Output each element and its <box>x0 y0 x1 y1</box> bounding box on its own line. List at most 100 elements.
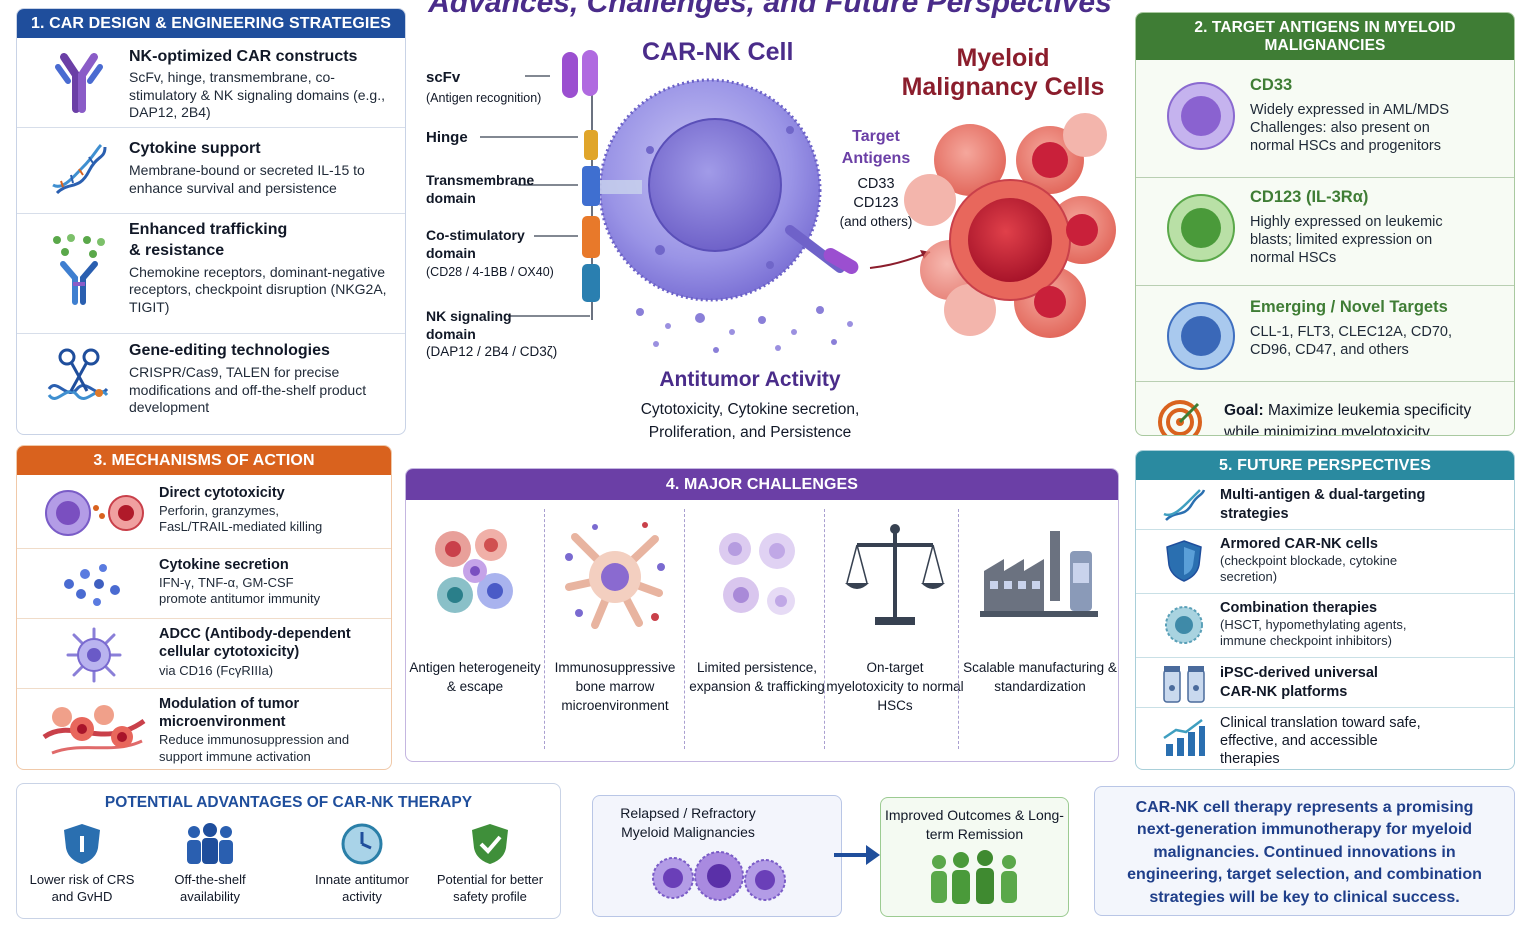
target-icon <box>1158 400 1202 435</box>
design-item-body: Membrane-bound or secreted IL-15 to enha… <box>129 162 365 196</box>
transmembrane-label: Transmembrane domain <box>426 172 535 207</box>
scfv-label: scFv (Antigen recognition) <box>426 69 542 105</box>
combo-cell-icon <box>1165 606 1203 644</box>
malignant-cells-icon <box>652 851 786 901</box>
vials-icon <box>1163 666 1205 703</box>
advantage-item: Innate antitumor activity <box>297 822 427 906</box>
challenge-item: Immunosuppressive bone marrow microenvir… <box>546 509 684 759</box>
check-shield-icon <box>472 824 508 864</box>
challenge-label: Scalable manufacturing & standardization <box>963 660 1117 694</box>
hinge-label: Hinge <box>426 129 468 146</box>
challenge-item: On-target myelotoxicity to normal HSCs <box>826 509 964 759</box>
challenge-label: On-target myelotoxicity to normal HSCs <box>826 660 964 713</box>
healthy-people-icon <box>931 850 1017 904</box>
heterogeneous-cells-icon <box>435 529 513 613</box>
future-item: iPSC-derived universal CAR-NK platforms <box>1136 660 1514 708</box>
future-item-title: iPSC-derived universal CAR-NK platforms <box>1220 665 1378 700</box>
purple-cell-icon <box>1167 82 1235 150</box>
dna-helix-icon <box>52 143 107 195</box>
conclusion-box: CAR-NK cell therapy represents a promisi… <box>1094 786 1515 916</box>
green-cell-icon <box>1167 194 1235 262</box>
antigen-item-title: CD123 (IL-3Rα) <box>1250 188 1369 206</box>
page-title: Advances, Challenges, and Future Perspec… <box>428 0 1112 19</box>
faded-cells-icon <box>719 533 795 615</box>
challenge-divider <box>824 509 825 749</box>
challenge-divider <box>958 509 959 749</box>
design-item: Enhanced trafficking & resistance Chemok… <box>17 216 405 334</box>
mechanism-item: ADCC (Antibody-dependent cellular cytoto… <box>17 621 391 689</box>
mechanism-item-body: IFN-γ, TNF-α, GM-CSF promote antitumor i… <box>159 575 321 607</box>
mechanism-item: Cytokine secretion IFN-γ, TNF-α, GM-CSF … <box>17 551 391 619</box>
challenge-item: Limited persistence, expansion & traffic… <box>688 509 826 759</box>
shield-icon <box>1166 540 1202 582</box>
cytokine-dots-icon <box>64 564 120 606</box>
antigens-panel: 2. TARGET ANTIGENS IN MYELOID MALIGNANCI… <box>1135 12 1515 436</box>
future-item: Armored CAR-NK cells (checkpoint blockad… <box>1136 532 1514 594</box>
myeloid-title: Myeloid Malignancy Cells <box>901 44 1105 101</box>
balance-scale-icon <box>845 524 945 625</box>
shield-info-icon <box>64 824 100 864</box>
goal-text: Maximize leukemia specificity while mini… <box>1224 402 1472 436</box>
antigen-item-title: Emerging / Novel Targets <box>1250 298 1448 316</box>
outcomes-label: Improved Outcomes & Long-term Remission <box>885 807 1064 842</box>
mechanism-item: Modulation of tumor microenvironment Red… <box>17 691 391 767</box>
target-antigens: Target Antigens CD33 CD123 (and others) <box>839 128 913 229</box>
mechanism-item-body: Reduce immunosuppression and support imm… <box>159 732 350 764</box>
car-nk-title: CAR-NK Cell <box>642 38 794 66</box>
future-item: Combination therapies (HSCT, hypomethyla… <box>1136 596 1514 658</box>
adcc-cell-icon <box>66 627 122 683</box>
scissors-dna-icon <box>47 348 109 400</box>
future-panel: 5. FUTURE PERSPECTIVES Multi-antigen & d… <box>1135 450 1515 770</box>
mechanisms-panel-title: 3. MECHANISMS OF ACTION <box>17 446 391 475</box>
mechanisms-panel: 3. MECHANISMS OF ACTION Direct cytotoxic… <box>16 445 392 770</box>
mechanism-item-title: Modulation of tumor microenvironment <box>159 696 300 731</box>
mechanism-item-title: Direct cytotoxicity <box>159 485 285 501</box>
advantage-item: Potential for better safety profile <box>425 822 555 906</box>
design-item: NK-optimized CAR constructs ScFv, hinge,… <box>17 42 405 128</box>
challenges-panel-title: 4. MAJOR CHALLENGES <box>406 469 1118 500</box>
design-item-body: Chemokine receptors, dominant-negative r… <box>129 263 387 315</box>
antigen-item-body: Highly expressed on leukemic blasts; lim… <box>1250 214 1443 267</box>
challenge-divider <box>684 509 685 749</box>
receptor-icon <box>53 234 105 305</box>
advantage-label: Innate antitumor activity <box>315 872 409 904</box>
future-item-body: (checkpoint blockade, cytokine secretion… <box>1220 553 1398 585</box>
antigen-item-title: CD33 <box>1250 76 1293 94</box>
killing-icon <box>45 490 144 536</box>
future-item: Clinical translation toward safe, effect… <box>1136 710 1514 768</box>
challenge-item: Antigen heterogeneity & escape <box>406 509 544 759</box>
outcomes-box: Improved Outcomes & Long-term Remission <box>880 797 1069 917</box>
advantage-item: Off-the-shelf availability <box>145 822 275 906</box>
advantage-label: Potential for better safety profile <box>436 872 544 904</box>
challenge-label: Immunosuppressive bone marrow microenvir… <box>554 660 676 713</box>
future-panel-title: 5. FUTURE PERSPECTIVES <box>1136 451 1514 480</box>
conclusion-text: CAR-NK cell therapy represents a promisi… <box>1127 799 1482 906</box>
antibody-icon <box>55 53 103 113</box>
costim-label: Co-stimulatory domain (CD28 / 4-1BB / OX… <box>426 227 554 280</box>
blue-cell-icon <box>1167 302 1235 370</box>
challenges-panel: 4. MAJOR CHALLENGES Antigen heterogeneit… <box>405 468 1119 762</box>
antigen-item: CD123 (IL-3Rα) Highly expressed on leuke… <box>1136 180 1514 286</box>
antitumor-activity: Antitumor Activity Cytotoxicity, Cytokin… <box>640 368 860 441</box>
future-item-title: Combination therapies <box>1220 600 1378 616</box>
growth-chart-icon <box>1163 719 1205 756</box>
design-item-body: CRISPR/Cas9, TALEN for precise modificat… <box>129 364 367 415</box>
design-item-title: Enhanced trafficking & resistance <box>129 221 288 259</box>
advantages-panel: POTENTIAL ADVANTAGES OF CAR-NK THERAPY L… <box>16 783 561 919</box>
challenge-label: Limited persistence, expansion & traffic… <box>689 660 825 694</box>
antigen-item-body: CLL-1, FLT3, CLEC12A, CD70, CD96, CD47, … <box>1250 324 1453 359</box>
tumor-env-icon <box>42 705 146 755</box>
mechanism-item-body: via CD16 (FcγRIIIa) <box>159 663 274 679</box>
nk-signal-label: NK signaling domain (DAP12 / 2B4 / CD3ζ) <box>426 308 558 360</box>
clock-icon <box>341 823 383 865</box>
future-item-title: Armored CAR-NK cells <box>1220 536 1378 552</box>
advantage-label: Lower risk of CRS and GvHD <box>29 872 135 904</box>
goal-label: Goal: <box>1224 402 1264 420</box>
design-item-title: Cytokine support <box>129 140 261 157</box>
relapsed-box: Relapsed / Refractory Myeloid Malignanci… <box>592 795 842 917</box>
mechanism-item-title: ADCC (Antibody-dependent cellular cytoto… <box>159 626 351 661</box>
relapsed-label: Relapsed / Refractory Myeloid Malignanci… <box>620 805 756 840</box>
challenge-divider <box>544 509 545 749</box>
future-item-title: Clinical translation toward safe, effect… <box>1220 715 1421 768</box>
future-item-title: Multi-antigen & dual-targeting strategie… <box>1220 487 1426 522</box>
